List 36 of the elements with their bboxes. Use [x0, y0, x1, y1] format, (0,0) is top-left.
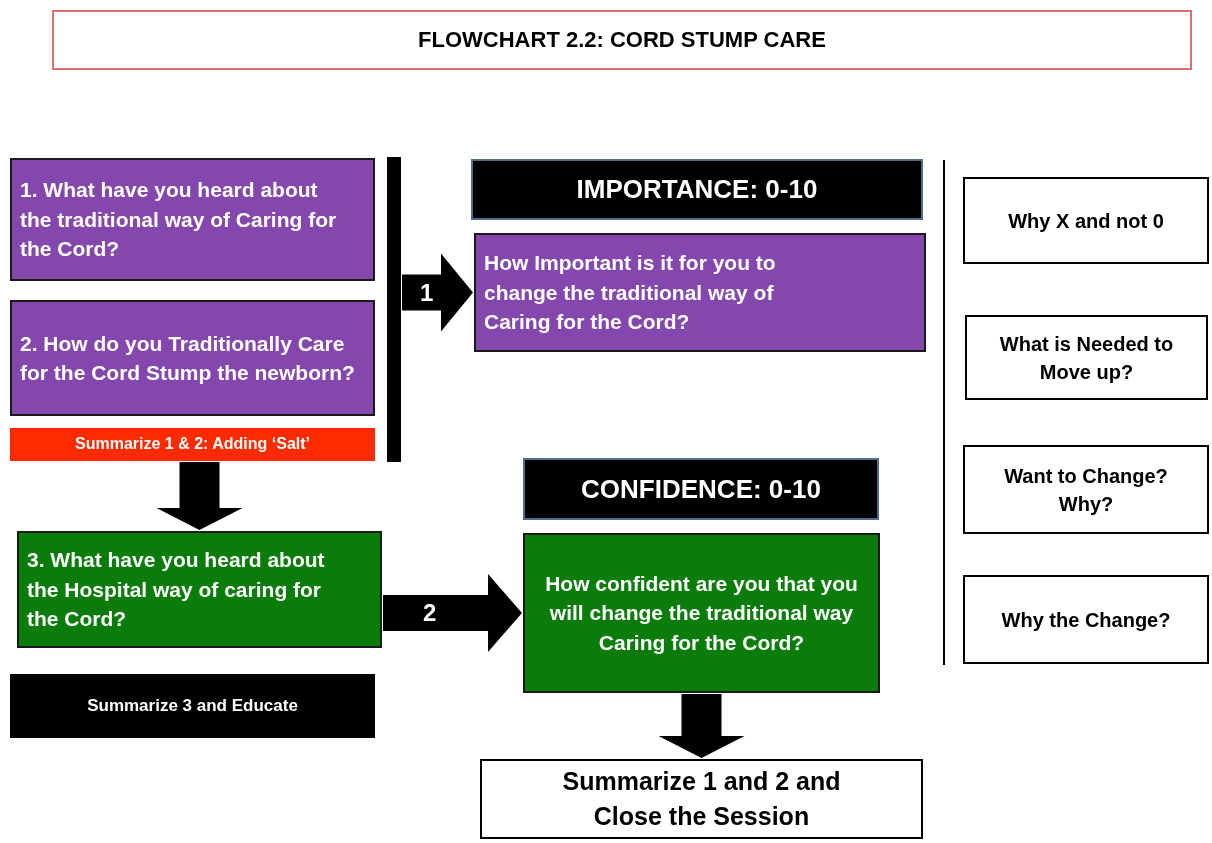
- box-text: 2. How do you Traditionally Care for the Cord Stump the newborn?: [20, 330, 355, 386]
- box-text: Summarize 1 & 2: Adding ‘Salt’: [75, 434, 310, 455]
- summary-box: [10, 674, 375, 738]
- block-arrow: [402, 253, 473, 332]
- box-text: Summarize 3 and Educate: [87, 695, 298, 718]
- prompt-box: [965, 315, 1208, 400]
- box-text: CONFIDENCE: 0-10: [581, 472, 821, 506]
- question-box: [10, 158, 375, 281]
- edge-label: 1: [420, 280, 434, 305]
- prompt-box: [963, 445, 1209, 534]
- block-arrow: [658, 694, 745, 758]
- process-box: [480, 759, 923, 839]
- prompt-box: [963, 177, 1209, 264]
- scale-header: [523, 458, 879, 520]
- edge-label: 2: [423, 601, 437, 625]
- question-box: [10, 300, 375, 416]
- box-text: IMPORTANCE: 0-10: [576, 173, 818, 207]
- block-arrow: [156, 462, 243, 530]
- box-text: 3. What have you heard about the Hospital way of caring for the Cord?: [27, 547, 326, 633]
- question-box: [474, 233, 926, 352]
- box-text: Want to Change? Why?: [1003, 463, 1169, 517]
- box-text: 1. What have you heard about the traditional way of Caring for the Cord?: [20, 177, 338, 263]
- summary-bar: [10, 428, 375, 461]
- box-text: What is Needed to Move up?: [998, 331, 1175, 385]
- box-text: How Important is it for you to change the traditional way of Caring for the Cord?: [484, 250, 777, 336]
- box-text: How confident are you that you will change the traditional way Caring for the Cord?: [544, 570, 859, 656]
- question-box: [523, 533, 880, 693]
- box-text: Why the Change?: [1001, 607, 1171, 633]
- box-text: Summarize 1 and 2 and Close the Session: [561, 766, 842, 832]
- box-text: Why X and not 0: [1008, 208, 1164, 234]
- scale-header: [471, 159, 923, 220]
- title: FLOWCHART 2.2: CORD STUMP CARE: [418, 27, 826, 53]
- prompt-box: [963, 575, 1209, 664]
- question-box: [17, 531, 382, 648]
- block-arrow: [383, 574, 522, 652]
- bar-shape: [387, 157, 401, 462]
